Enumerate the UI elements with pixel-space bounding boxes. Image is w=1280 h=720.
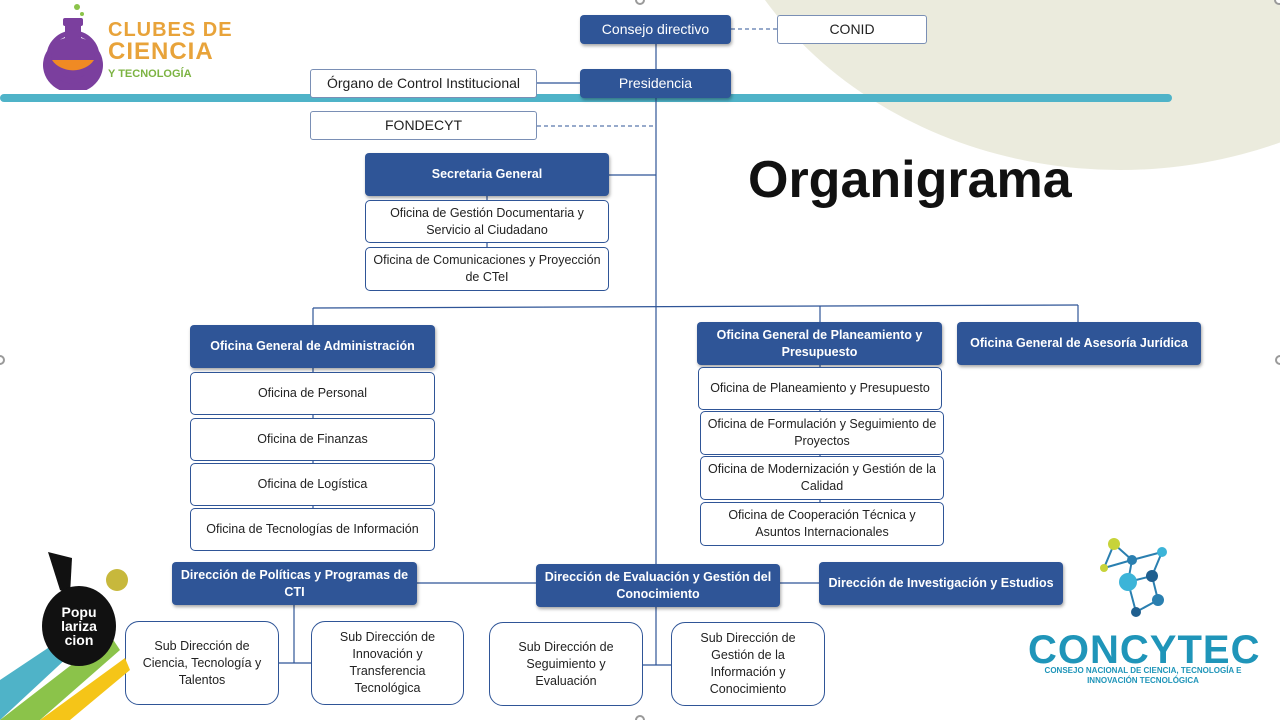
sub-innovacion: Sub Dirección de Innovación y Transferen… [311,621,464,705]
concytec-logo-subtitle: CONSEJO NACIONAL DE CIENCIA, TECNOLOGÍA … [1044,666,1242,685]
handle-right[interactable] [1275,355,1280,365]
unit-cooperacion: Oficina de Cooperación Técnica y Asuntos… [700,502,944,546]
handle-top[interactable] [635,0,645,5]
unit-comunicaciones: Oficina de Comunicaciones y Proyección d… [365,247,609,291]
conid-node: CONID [777,15,927,44]
concytec-logo-text: CONCYTEC [1028,628,1261,672]
fondecyt-node: FONDECYT [310,111,537,140]
molecule-logo-icon [1100,538,1167,617]
clubes-logo-text: CLUBES DE CIENCIA Y TECNOLOGÍA [108,20,233,84]
popu-line-1: Popu [61,604,97,620]
presidencia-node: Presidencia [580,69,731,98]
clubes-line-1: CLUBES DE [108,19,233,41]
planeamiento-node: Oficina General de Planeamiento y Presup… [697,322,942,365]
unit-planeamiento-presupuesto: Oficina de Planeamiento y Presupuesto [698,367,942,410]
direccion-evaluacion-node: Dirección de Evaluación y Gestión del Co… [536,564,780,607]
oci-node: Órgano de Control Institucional [310,69,537,98]
unit-personal: Oficina de Personal [190,372,435,415]
clubes-line-2: CIENCIA [108,38,214,65]
popularizacion-logo: Popu lariza cion [42,586,116,666]
handle-top-right[interactable] [1274,0,1280,5]
flask-logo-icon [43,4,103,90]
unit-tecnologias: Oficina de Tecnologías de Información [190,508,435,551]
consejo-directivo-node: Consejo directivo [580,15,731,44]
unit-formulacion: Oficina de Formulación y Seguimiento de … [700,411,944,455]
administracion-node: Oficina General de Administración [190,325,435,368]
secretaria-general-node: Secretaria General [365,153,609,196]
clubes-line-3: Y TECNOLOGÍA [108,68,192,80]
unit-logistica: Oficina de Logística [190,463,435,506]
popu-line-2: lariza [61,618,97,634]
direccion-investigacion-node: Dirección de Investigación y Estudios [819,562,1063,605]
unit-gestion-documentaria: Oficina de Gestión Documentaria y Servic… [365,200,609,243]
unit-modernizacion: Oficina de Modernización y Gestión de la… [700,456,944,500]
accent-bar [0,94,1172,102]
sub-gestion-informacion: Sub Dirección de Gestión de la Informaci… [671,622,825,706]
asesoria-juridica-node: Oficina General de Asesoría Jurídica [957,322,1201,365]
direccion-politicas-node: Dirección de Políticas y Programas de CT… [172,562,417,605]
sub-seguimiento: Sub Dirección de Seguimiento y Evaluació… [489,622,643,706]
unit-finanzas: Oficina de Finanzas [190,418,435,461]
handle-bottom[interactable] [635,715,645,720]
sub-ciencia-tecnologia: Sub Dirección de Ciencia, Tecnología y T… [125,621,279,705]
popu-line-3: cion [64,632,94,648]
handle-left[interactable] [0,355,5,365]
page-title: Organigrama [748,151,1072,209]
